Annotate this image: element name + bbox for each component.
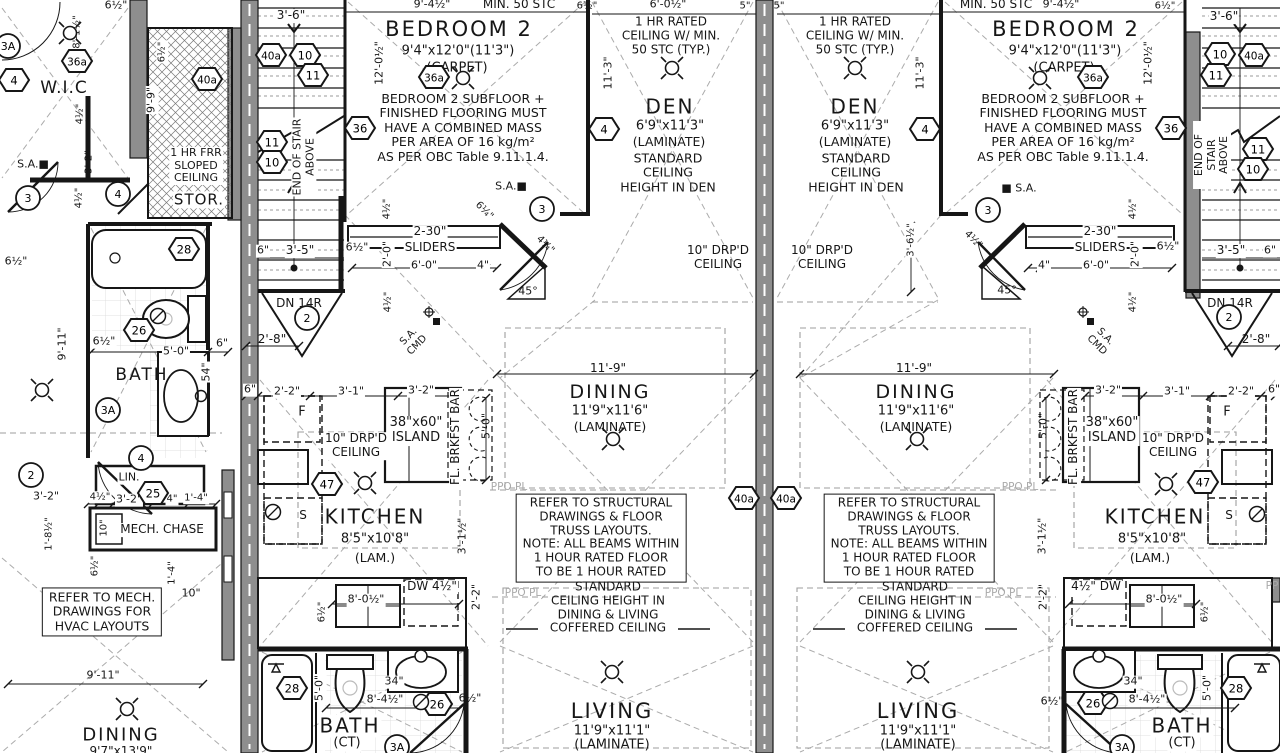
ceiling-outlines bbox=[0, 301, 1237, 749]
party-walls bbox=[129, 0, 1280, 753]
stair-right bbox=[1201, 7, 1280, 281]
wall-centerlines bbox=[248, 4, 766, 749]
stor-hatched-area bbox=[147, 27, 233, 219]
wall-openings bbox=[223, 491, 233, 583]
stair-left bbox=[257, 7, 345, 281]
